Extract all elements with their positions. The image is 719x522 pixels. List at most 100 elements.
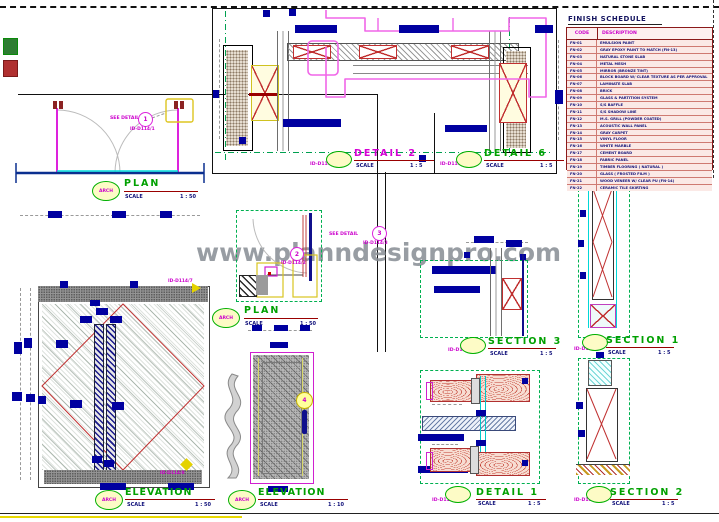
view-title: DETAIL 1 xyxy=(476,487,539,498)
view-title: SECTION 1 xyxy=(606,335,681,346)
view-label-detail-2: ID-D114/2 DETAIL 2 SCALE 1 : 5 xyxy=(310,148,440,172)
scale-label: SCALE xyxy=(478,501,496,507)
section-cut-line-2 xyxy=(385,172,386,352)
view-label-id: ID-D114/2 xyxy=(310,162,336,167)
schedule-code: FN-12 xyxy=(567,115,597,122)
dim-text-block xyxy=(289,9,296,16)
view-label-id: ID-D114/3 xyxy=(448,348,474,353)
scale-value: 1 : 50 xyxy=(300,321,316,327)
scale-label: SCALE xyxy=(125,194,143,200)
detail-callout-circle: 3 xyxy=(372,226,387,241)
view-label-plan-single: ARCH PLAN SCALE 1 : 50 xyxy=(212,305,332,331)
schedule-code: FN-10 xyxy=(567,102,597,108)
schedule-header-row: CODE DESCRIPTION xyxy=(567,28,712,40)
callout-ellipse-icon: ARCH xyxy=(228,490,256,510)
viewport-divider xyxy=(434,113,435,173)
schedule-description: MIRROR (BRONZE TINT) xyxy=(600,68,648,73)
schedule-description: BRICK xyxy=(600,89,613,94)
scale-label: SCALE xyxy=(356,163,374,169)
dim-text-block xyxy=(295,25,337,33)
scale-value: 1 : 5 xyxy=(540,351,553,357)
dim-text-block xyxy=(112,211,126,218)
view-label-elevation-double: ARCH ELEVATION SCALE 1 : 50 xyxy=(95,487,225,513)
schedule-description: TIMBER FLOORING ( NATURAL ) xyxy=(600,164,664,169)
schedule-description: VINYL FLOOR xyxy=(600,137,627,142)
schedule-code: FN-06 xyxy=(567,74,597,81)
centerline xyxy=(225,11,226,163)
flag-arrow-icon xyxy=(192,283,201,293)
schedule-title: FINISH SCHEDULE xyxy=(568,15,647,23)
sheet-top-dashed-border xyxy=(0,6,719,8)
schedule-code: FN-04 xyxy=(567,60,597,67)
view-title: PLAN xyxy=(124,178,161,189)
schedule-code: FN-07 xyxy=(567,81,597,88)
callout-ellipse-icon xyxy=(456,151,482,168)
scale-label: SCALE xyxy=(260,502,278,508)
schedule-header-description: DESCRIPTION xyxy=(602,31,637,36)
callout-ellipse-icon: ARCH xyxy=(212,308,240,328)
scale-value: 1 : 50 xyxy=(195,502,211,508)
scale-value: 1 : 5 xyxy=(658,350,671,356)
schedule-description: S/S SHADOW LINE xyxy=(600,109,637,114)
callout-ellipse-icon: ARCH xyxy=(92,181,120,201)
blocking xyxy=(451,45,489,59)
scale-value: 1 : 5 xyxy=(528,501,541,507)
view-title: ELEVATION xyxy=(125,487,193,498)
schedule-code: FN-05 xyxy=(567,67,597,74)
schedule-code: FN-22 xyxy=(567,184,597,191)
schedule-code: FN-09 xyxy=(567,95,597,102)
schedule-description: CEMENT BOARD xyxy=(600,151,633,156)
schedule-code: FN-20 xyxy=(567,170,597,177)
schedule-code: FN-11 xyxy=(567,108,597,115)
detail-callout-circle: 1 xyxy=(138,112,153,127)
view-label-section-3: ID-D114/3 SECTION 3 SCALE 1 : 5 xyxy=(448,336,568,360)
view-label-id: ID-D114/6 xyxy=(440,162,466,167)
glass-panel xyxy=(42,304,204,470)
schedule-description: FABRIC PANEL xyxy=(600,158,629,163)
door-handle xyxy=(302,410,307,434)
dim-text-block xyxy=(399,25,439,33)
schedule-title-underline xyxy=(568,24,662,25)
callout-ellipse-icon xyxy=(460,337,486,354)
scale-value: 1 : 5 xyxy=(662,501,675,507)
dim-text-block xyxy=(283,119,341,127)
scale-label: SCALE xyxy=(127,502,145,508)
sheet-right-edge xyxy=(713,0,714,178)
section-1-drawing xyxy=(576,178,632,346)
schedule-description: LAMINATE SLAB xyxy=(600,82,633,87)
schedule-description: GLASS & PARTITION SYSTEM xyxy=(600,96,658,101)
dim-text-block xyxy=(555,90,563,104)
dim-text-block xyxy=(48,211,62,218)
schedule-code: FN-14 xyxy=(567,129,597,136)
dim-text-block xyxy=(419,155,426,162)
dim-text-block xyxy=(212,90,219,98)
schedule-header-code: CODE xyxy=(567,28,598,39)
schedule-description: GRAY CARPET xyxy=(600,130,628,135)
detail-callout-id: ID-D114/2 xyxy=(281,261,306,266)
scale-label: SCALE xyxy=(608,350,626,356)
scale-label: SCALE xyxy=(612,501,630,507)
dim-text-block xyxy=(160,211,172,218)
view-label-id: ID-D114/2 xyxy=(574,498,600,503)
schedule-code: FN-19 xyxy=(567,164,597,170)
schedule-code: FN-21 xyxy=(567,177,597,184)
schedule-code: FN-18 xyxy=(567,157,597,164)
scale-value: 1 : 10 xyxy=(328,502,344,508)
schedule-description: S/S BAFFLE xyxy=(600,102,623,107)
schedule-code: FN-17 xyxy=(567,150,597,157)
plan-single-door xyxy=(236,210,322,302)
